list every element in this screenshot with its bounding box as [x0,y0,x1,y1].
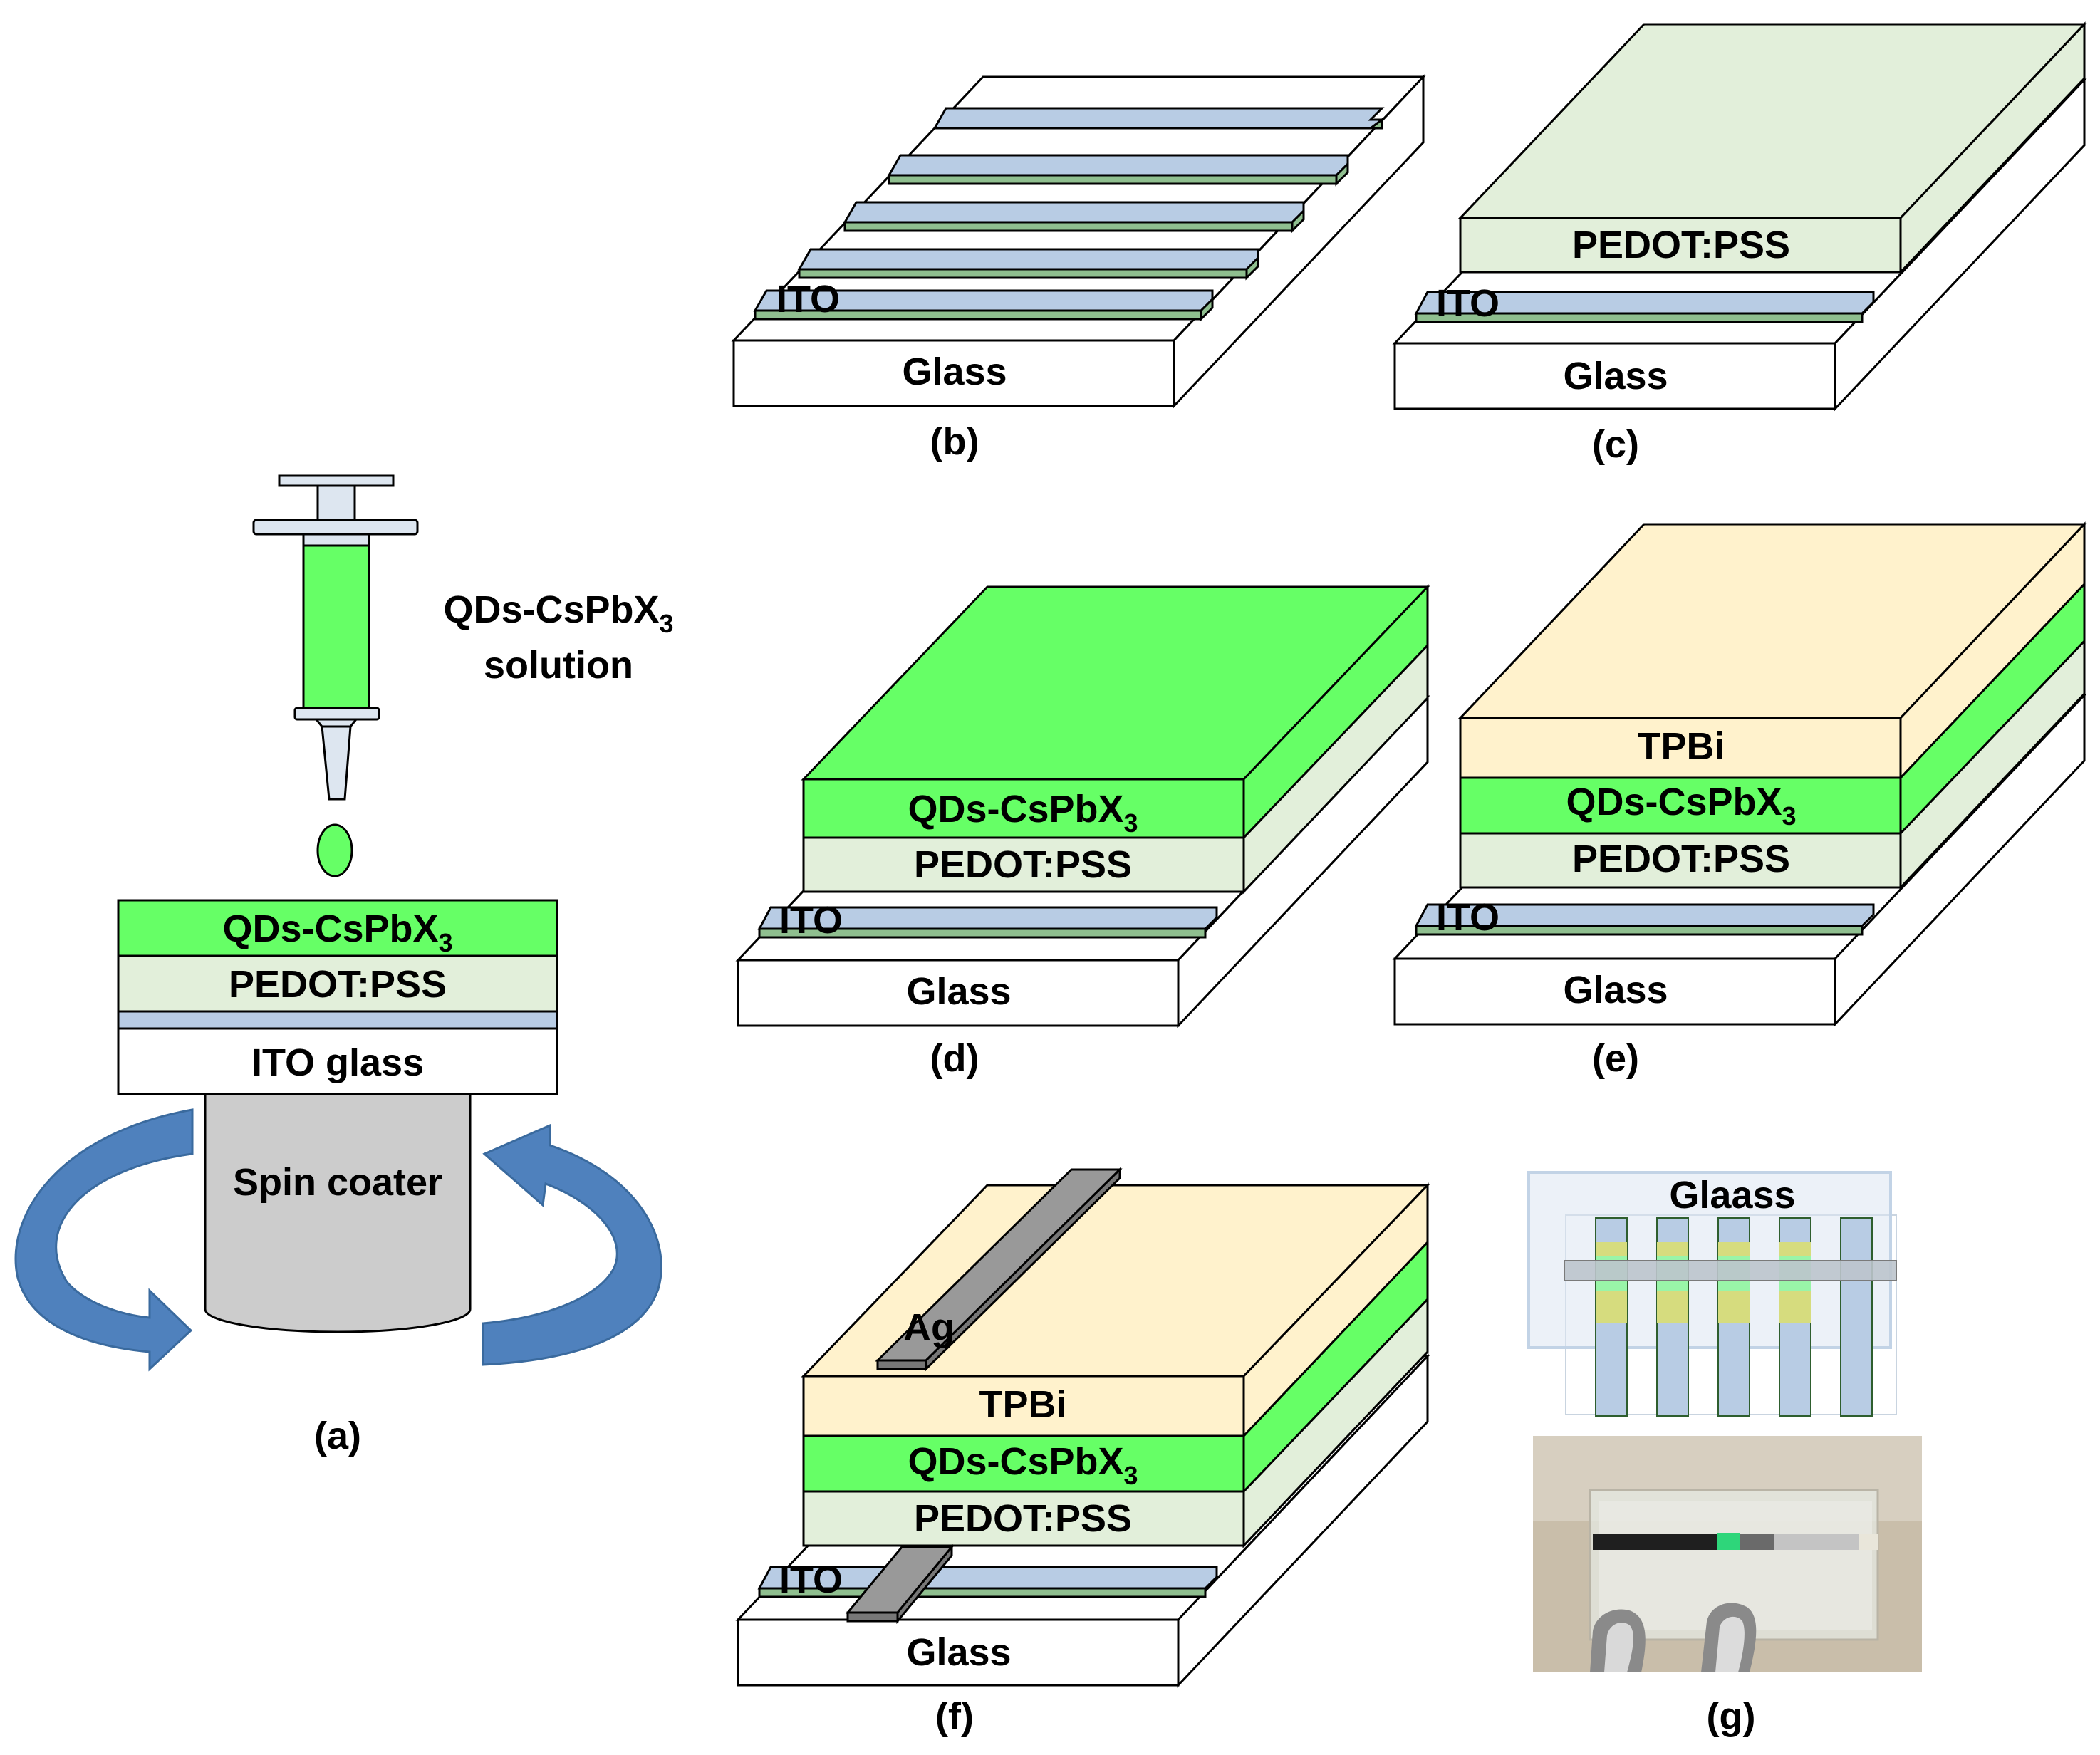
pedot-front [802,1490,1245,1547]
ito-label-f: ITO [779,1558,843,1601]
ito-strip [797,248,1259,281]
droplet-icon [316,823,353,878]
ag-label-f: Ag [903,1306,955,1349]
glass-label-c: Glass [1563,355,1668,397]
stack-qd-label: QDs-CsPbX3 [222,907,452,957]
caption-b: (b) [930,420,979,463]
qd-front [802,778,1245,839]
solution-label: QDs-CsPbX3 [443,588,673,638]
ito-label-c: ITO [1436,282,1499,325]
panel-b [731,74,1426,409]
panel-f [735,1167,1430,1688]
glass-front [1393,957,1836,1026]
stack-pedot-label: PEDOT:PSS [229,963,447,1006]
ito-strip [887,154,1349,187]
caption-g: (g) [1707,1695,1756,1738]
panel-a: QDs-CsPbX3 solution QDs-CsPbX3 PEDOT:PSS… [14,474,674,1457]
qd-label-d: QDs-CsPbX3 [908,788,1138,838]
tpbi-label-f: TPBi [979,1383,1066,1426]
glass-label-f: Glass [906,1631,1011,1674]
glass-front [737,1618,1180,1687]
pedot-label-e: PEDOT:PSS [1572,838,1790,880]
tpbi-front [1459,717,1902,779]
panel-e [1392,521,2087,1027]
qd-front [1459,776,1902,835]
qd-front [802,1434,1245,1493]
layer-ito-glass [117,1027,558,1095]
caption-a: (a) [314,1415,361,1457]
layer-qd [117,899,558,957]
glass-front [737,959,1180,1027]
ito-strip [932,107,1385,130]
ito-label-e: ITO [1436,896,1499,939]
ag-cathode-line [1564,1260,1897,1281]
ito-label-b: ITO [776,278,840,321]
pedot-front [802,836,1245,893]
caption-d: (d) [930,1037,979,1080]
tpbi-front [802,1375,1245,1437]
caption-f: (f) [935,1695,974,1738]
ito-strip [843,201,1305,234]
layer-ito [117,1010,558,1030]
solution-label-2: solution [484,644,633,687]
ag-electrode-edge [876,1359,927,1370]
spin-coater [204,1093,472,1333]
qd-label-e: QDs-CsPbX3 [1566,781,1796,830]
panel-d [735,584,1430,1028]
pedot-front [1459,217,1902,274]
rotate-arrow-right-icon [482,1123,662,1366]
stack-ito-glass-label: ITO glass [251,1041,424,1084]
glass-front [1393,342,1836,410]
ito-strip [753,289,1214,322]
glass-label-d: Glass [906,970,1011,1013]
rotate-arrow-left-icon [14,1108,194,1372]
caption-c: (c) [1592,423,1639,466]
qd-label-f: QDs-CsPbX3 [908,1440,1138,1490]
syringe-icon [252,474,419,801]
pedot-label-f: PEDOT:PSS [914,1497,1132,1540]
caption-e: (e) [1592,1037,1639,1080]
panel-c [1392,21,2087,412]
ito-label-d: ITO [779,899,843,942]
panel-g: Glaass (g) [1527,1171,1922,1738]
glass-title-g: Glaass [1669,1174,1795,1217]
glass-front [732,339,1175,407]
glass-label-b: Glass [902,350,1007,393]
spin-coater-label: Spin coater [233,1161,442,1204]
glass-label-e: Glass [1563,969,1668,1011]
pedot-label-d: PEDOT:PSS [914,843,1132,886]
device-photo [1533,1436,1922,1672]
tpbi-label-e: TPBi [1637,725,1725,768]
pedot-label-c: PEDOT:PSS [1572,224,1790,266]
